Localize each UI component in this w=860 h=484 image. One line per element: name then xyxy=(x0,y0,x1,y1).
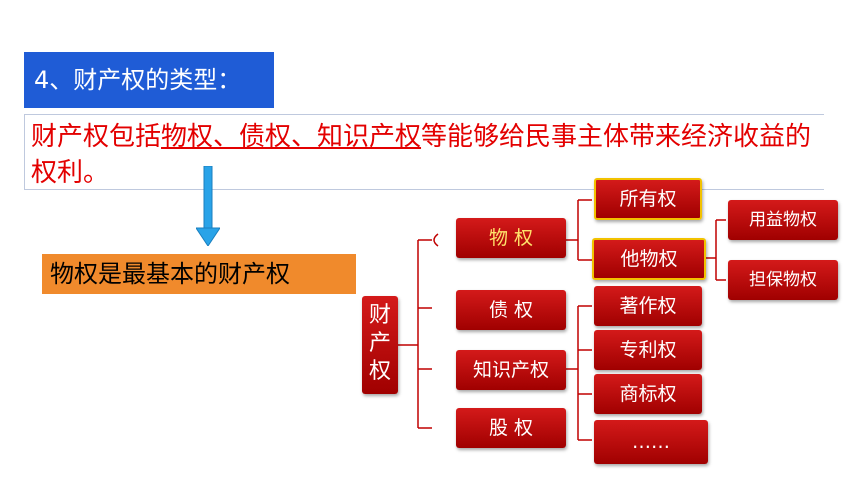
node-zhishichanquan: 知识产权 xyxy=(456,350,566,390)
node-ellipsis: …… xyxy=(594,420,708,464)
node-zhaiquan: 债 权 xyxy=(456,290,566,330)
node-wuquan: 物 权 xyxy=(456,218,566,258)
node-danbaowuquan: 担保物权 xyxy=(728,260,838,300)
node-zhuzuoquan: 著作权 xyxy=(594,286,702,326)
node-shangbiaoquan: 商标权 xyxy=(594,374,702,414)
tree-root-node: 财 产 权 xyxy=(362,296,398,394)
definition-part2: 等能够给民事主体带来经济收益的权利。 xyxy=(31,122,812,188)
node-suoyouquan: 所有权 xyxy=(594,178,702,220)
callout-box: 物权是最基本的财产权 xyxy=(42,254,356,294)
section-title: 4、财产权的类型： xyxy=(24,52,274,108)
definition-underlined: 物权、债权、知识产权 xyxy=(161,122,422,152)
definition-text: 财产权包括物权、债权、知识产权等能够给民事主体带来经济收益的权利。 xyxy=(24,114,824,190)
down-arrow-icon xyxy=(196,166,220,246)
node-guquan: 股 权 xyxy=(456,408,566,448)
node-yongyiwuquan: 用益物权 xyxy=(728,200,838,240)
node-tawuquan: 他物权 xyxy=(592,238,706,280)
node-zhuanliquan: 专利权 xyxy=(594,330,702,370)
definition-part1: 财产权包括 xyxy=(31,122,162,152)
